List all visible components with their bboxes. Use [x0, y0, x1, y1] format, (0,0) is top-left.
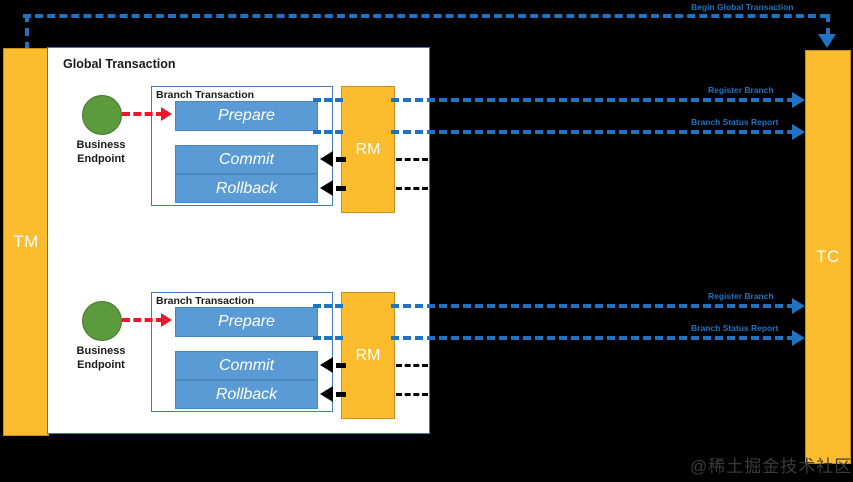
branch-status-report-arrowhead-1: [792, 124, 805, 140]
operation-rollback-1[interactable]: Rollback: [175, 174, 318, 203]
begin-global-transaction-horizontal-segment: [23, 14, 828, 18]
register-branch-inner-line-2: [313, 304, 343, 308]
rollback-signal-arrowhead-1: [320, 180, 333, 196]
business-endpoint-dot-2[interactable]: [82, 301, 122, 341]
operation-rollback-2[interactable]: Rollback: [175, 380, 318, 409]
commit-signal-outer-dash-2: [396, 364, 428, 367]
flow-label-branch-status-report-2: Branch Status Report: [691, 323, 779, 333]
branch-status-report-inner-line-1: [313, 130, 343, 134]
resource-manager-1[interactable]: RM: [341, 86, 395, 213]
business-endpoint-dot-1[interactable]: [82, 95, 122, 135]
rollback-signal-outer-dash-1: [396, 187, 428, 190]
business-endpoint-label-1: Business Endpoint: [56, 138, 146, 166]
business-endpoint-label-1-line1: Business: [76, 139, 126, 151]
watermark-text: @稀土掘金技术社区: [690, 457, 853, 476]
rollback-signal-tail-1: [336, 186, 346, 191]
business-endpoint-label-1-line2: Endpoint: [77, 153, 125, 165]
register-branch-arrowhead-1: [792, 92, 805, 108]
branch-transaction-label-2: Branch Transaction: [156, 295, 255, 307]
branch-status-report-inner-line-2: [313, 336, 343, 340]
register-branch-arrowhead-2: [792, 298, 805, 314]
invoke-arrow-head-2: [161, 313, 172, 327]
commit-signal-arrowhead-1: [320, 151, 333, 167]
actor-tc-label: TC: [816, 247, 840, 266]
branch-status-report-outer-line-2: [391, 336, 795, 340]
begin-global-transaction-vertical-segment: [25, 14, 29, 50]
flow-label-register-branch-2: Register Branch: [708, 291, 774, 301]
actor-tc[interactable]: TC: [805, 50, 851, 464]
register-branch-inner-line-1: [313, 98, 343, 102]
branch-status-report-outer-line-1: [391, 130, 795, 134]
flow-label-register-branch-1: Register Branch: [708, 85, 774, 95]
operation-commit-1[interactable]: Commit: [175, 145, 318, 174]
branch-status-report-arrowhead-2: [792, 330, 805, 346]
register-branch-outer-line-2: [391, 304, 795, 308]
commit-signal-tail-2: [336, 363, 346, 368]
resource-manager-2[interactable]: RM: [341, 292, 395, 419]
rollback-signal-tail-2: [336, 392, 346, 397]
begin-global-transaction-down-segment: [826, 14, 830, 36]
actor-tm[interactable]: TM: [3, 48, 49, 436]
invoke-arrow-line-2: [122, 318, 164, 322]
business-endpoint-label-2-line1: Business: [76, 345, 126, 357]
flow-label-branch-status-report-1: Branch Status Report: [691, 117, 779, 127]
rollback-signal-outer-dash-2: [396, 393, 428, 396]
business-endpoint-label-2: Business Endpoint: [56, 344, 146, 372]
operation-prepare-2[interactable]: Prepare: [175, 307, 318, 337]
invoke-arrow-line-1: [122, 112, 164, 116]
commit-signal-arrowhead-2: [320, 357, 333, 373]
operation-prepare-1[interactable]: Prepare: [175, 101, 318, 131]
rollback-signal-arrowhead-2: [320, 386, 333, 402]
operation-commit-2[interactable]: Commit: [175, 351, 318, 380]
flow-label-begin-global-transaction: Begin Global Transaction: [691, 2, 794, 12]
branch-transaction-label-1: Branch Transaction: [156, 89, 255, 101]
register-branch-outer-line-1: [391, 98, 795, 102]
begin-global-transaction-arrowhead: [818, 34, 836, 48]
business-endpoint-label-2-line2: Endpoint: [77, 359, 125, 371]
commit-signal-tail-1: [336, 157, 346, 162]
actor-tm-label: TM: [13, 232, 39, 251]
commit-signal-outer-dash-1: [396, 158, 428, 161]
global-transaction-label: Global Transaction: [63, 57, 176, 71]
invoke-arrow-head-1: [161, 107, 172, 121]
